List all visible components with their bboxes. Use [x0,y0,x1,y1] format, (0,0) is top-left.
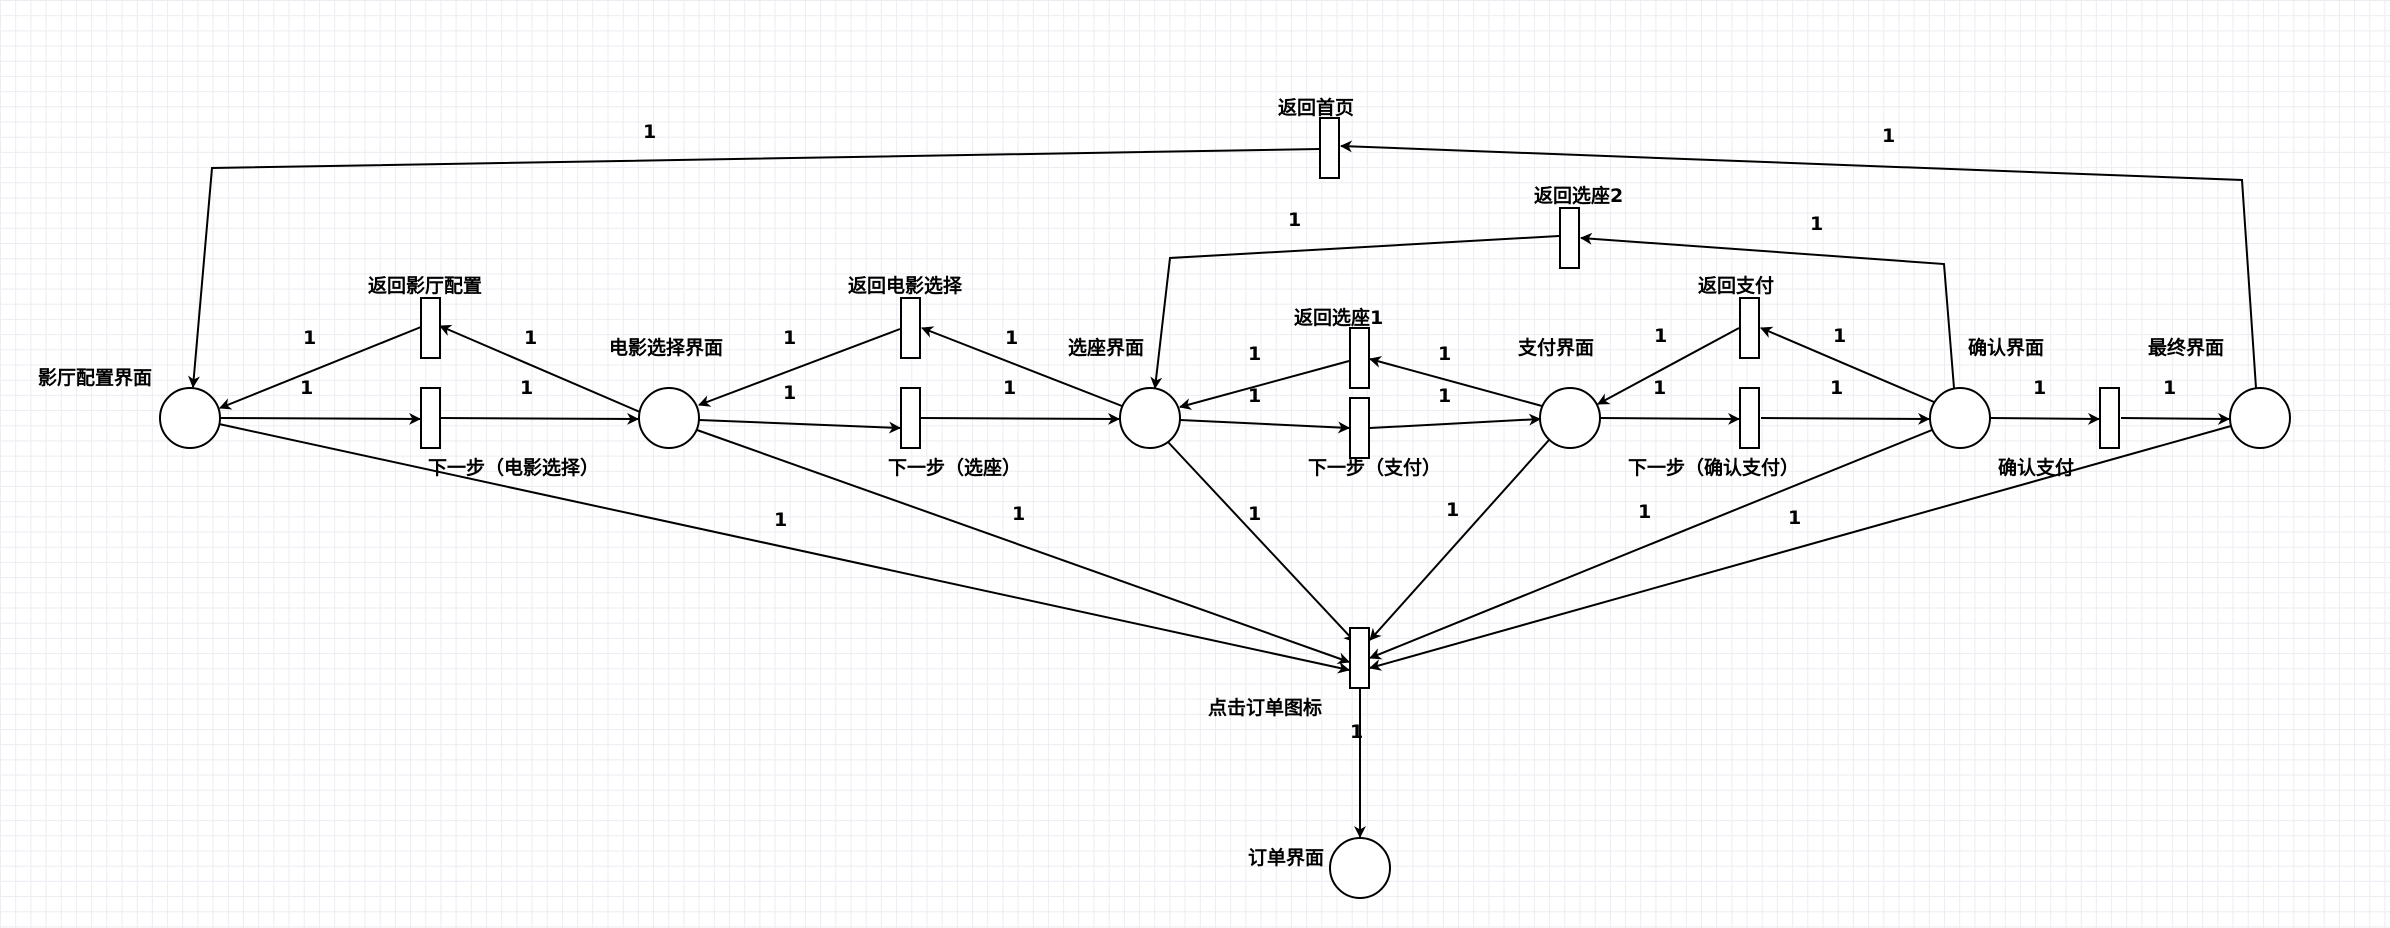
transition-label: 返回选座1 [1294,306,1383,329]
transition-label: 下一步（支付） [1308,456,1441,479]
arc-t_home-to-p_cfg [187,148,1320,388]
arc-weight-label: 1 [520,377,533,399]
arc-weight-label: 1 [1788,507,1801,529]
place-seat [1119,387,1181,449]
arc-weight-label: 1 [1248,343,1261,365]
arc-weight-label: 1 [2163,377,2176,399]
transition-label: 返回支付 [1698,274,1774,297]
place-conf [1929,387,1991,449]
transition-back-cfg [420,297,441,359]
arc-p_final-to-t_home [1340,140,2257,389]
arc-weight-label: 1 [1882,125,1895,147]
transition-back-seat1 [1349,327,1370,389]
arc-weight-label: 1 [1833,325,1846,347]
place-cfg [159,387,221,449]
arc-weight-label: 1 [1005,327,1018,349]
transition-next-pay [1349,397,1370,459]
arc-p_seat-to-t_next_pay [1179,419,1350,434]
arc-weight-label: 1 [300,377,313,399]
transition-home [1319,117,1340,179]
arc-p_pay-to-t_back_seat1 [1369,356,1543,407]
place-label: 电影选择界面 [609,336,723,359]
transition-label: 返回影厅配置 [368,275,482,297]
transition-confirm-pay [2099,387,2120,449]
arc-weight-label: 1 [1810,213,1823,235]
transition-label: 下一步（确认支付） [1628,456,1799,479]
arc-t_confirm_pay-to-p_final [2120,412,2230,425]
arc-t_back_pay-to-p_pay [1597,327,1740,405]
place-label: 最终界面 [2148,336,2224,359]
place-label: 影厅配置界面 [38,367,152,389]
transition-label: 下一步（选座） [888,456,1021,479]
arc-p_cfg-to-t_order_icon [218,423,1350,674]
place-label: 支付界面 [1517,336,1594,359]
place-label: 选座界面 [1068,336,1144,359]
transition-back-pay [1739,297,1760,359]
arc-weight-label: 1 [524,327,537,349]
labels-layer: 1 1 1 1 1 1 1 1 1 1 1 1 1 1 1 1 1 1 1 1 1 1 1 1 1 1 1 1 1 影厅配置界面 电影选择界… [38,96,2224,869]
arc-p_conf-to-t_back_seat2 [1580,232,1955,389]
arc-p_seat-to-t_order_icon [1167,441,1356,643]
arc-weight-label: 1 [1438,385,1451,407]
arc-t_back_seat2-to-p_seat [1150,235,1560,389]
place-label: 订单界面 [1248,846,1324,869]
nodes-layer [159,117,2291,899]
transition-label: 返回电影选择 [848,274,963,297]
transition-next-movie [420,387,441,449]
arc-p_final-to-t_order_icon [1369,425,2232,671]
arc-weight-label: 1 [2033,377,2046,399]
arc-weight-label: 1 [1248,385,1261,407]
transition-label: 确认支付 [1998,456,2074,479]
transition-back-movie [900,297,921,359]
arc-weight-label: 1 [1012,503,1025,525]
transition-label: 下一步（电影选择） [428,456,599,479]
arc-t_next_conf-to-p_conf [1760,412,1930,425]
place-order [1329,837,1391,899]
transition-back-seat2 [1559,207,1580,269]
place-final [2229,387,2291,449]
arc-weight-label: 1 [1638,501,1651,523]
arc-t_back_seat1-to-p_seat [1179,360,1350,410]
arc-p_movie-to-t_next_seat [698,419,901,434]
transition-order-icon [1349,627,1370,689]
arc-p_pay-to-t_order_icon [1369,439,1550,641]
transition-label: 返回选座2 [1534,184,1623,207]
arc-p_conf-to-t_order_icon [1369,429,1933,660]
arc-t_back_cfg-to-p_cfg [219,326,422,410]
arc-weight-label: 1 [643,121,656,143]
arc-t_next_pay-to-p_pay [1369,413,1541,429]
arc-t_next_seat-to-p_seat [920,412,1120,425]
arc-weight-label: 1 [1003,377,1016,399]
arc-weight-label: 1 [783,327,796,349]
arc-p_conf-to-t_confirm_pay [1989,412,2100,425]
arc-weight-label: 1 [1438,343,1451,365]
arc-weight-label: 1 [774,509,787,531]
arc-t_next_movie-to-p_movie [440,412,639,425]
arc-p_movie-to-t_back_cfg [439,324,641,413]
arc-p_seat-to-t_back_movie [921,326,1123,407]
transition-label: 返回首页 [1278,96,1354,119]
arc-weight-label: 1 [1288,209,1301,231]
arc-p_movie-to-t_order_icon [696,429,1350,664]
arc-t_back_movie-to-p_movie [698,328,901,407]
arc-weight-label: 1 [1350,721,1363,743]
arc-weight-label: 1 [1653,377,1666,399]
place-label: 确认界面 [1968,336,2044,359]
transition-next-conf [1739,387,1760,449]
arc-weight-label: 1 [1654,325,1667,347]
place-pay [1539,387,1601,449]
arcs-layer [187,140,2257,838]
arc-weight-label: 1 [1446,499,1459,521]
arc-p_pay-to-t_next_conf [1599,412,1740,425]
arc-weight-label: 1 [303,327,316,349]
arc-weight-label: 1 [1248,503,1261,525]
transition-label: 点击订单图标 [1208,696,1322,719]
arc-p_cfg-to-t_next_movie [219,412,421,425]
place-movie [638,387,700,449]
arc-p_conf-to-t_back_pay [1760,326,1935,403]
transition-next-seat [900,387,921,449]
arc-weight-label: 1 [1830,377,1843,399]
arc-weight-label: 1 [783,382,796,404]
